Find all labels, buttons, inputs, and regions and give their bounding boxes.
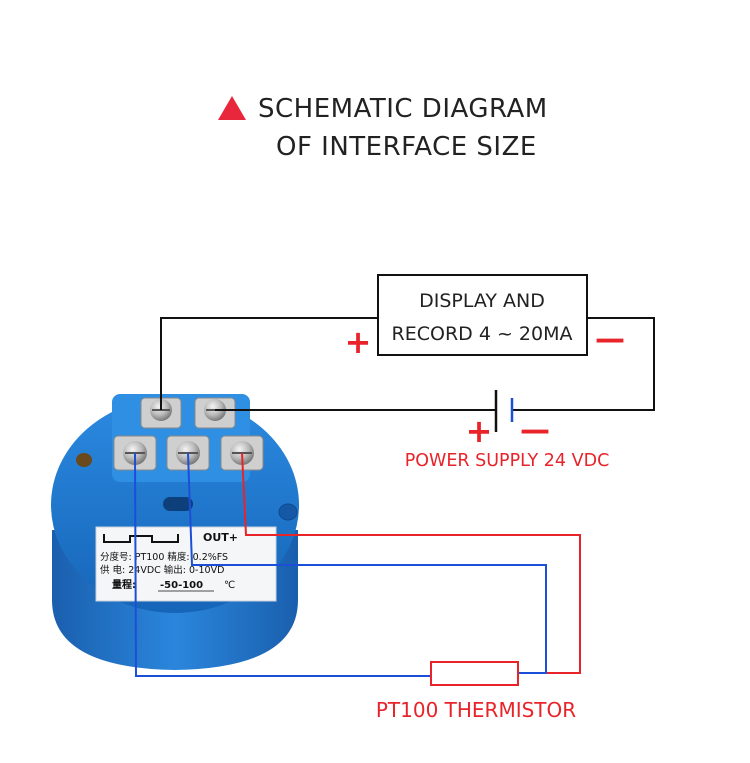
power-supply-label: POWER SUPPLY 24 VDC [405, 451, 610, 471]
sensor-wires [134, 452, 581, 677]
wire-red [241, 452, 581, 674]
mounting-hole-left [76, 453, 92, 467]
device-label-row-3-range: -50-100 [160, 580, 203, 591]
title-block: SCHEMATIC DIAGRAM OF INTERFACE SIZE [218, 90, 578, 166]
display-record-box: DISPLAY AND RECORD 4 ~ 20MA [377, 274, 588, 356]
output-loop-wires [160, 317, 655, 411]
transmitter-device: OUT+ 分度号: PT100 精度: 0.2%FS 供 电: 24VDC 输出… [51, 394, 299, 670]
pt100-resistor [430, 661, 519, 686]
device-label-row-1: 分度号: PT100 精度: 0.2%FS [100, 551, 228, 563]
title-line-2: OF INTERFACE SIZE [276, 132, 537, 162]
wire-blue-1 [187, 452, 547, 674]
display-minus-sign: — [595, 322, 625, 357]
supply-minus-sign: — [520, 413, 550, 448]
display-box-line-1: DISPLAY AND [419, 290, 545, 312]
center-slot [163, 497, 193, 511]
display-plus-sign: + [345, 323, 372, 361]
wire-blue-2 [134, 452, 431, 677]
display-box-frame [377, 274, 588, 356]
title-line-1: SCHEMATIC DIAGRAM [258, 94, 548, 124]
display-box-line-2: RECORD 4 ~ 20MA [392, 323, 573, 345]
wire-display-minus [512, 317, 655, 411]
device-label-bracket [103, 534, 179, 543]
device-label-out-plus: OUT+ [203, 531, 238, 544]
mounting-hole-right [278, 503, 298, 521]
device-label-row-3-prefix: 量程: [112, 578, 136, 591]
triangle-icon [218, 96, 246, 120]
device-label-row-3-unit: ℃ [224, 580, 235, 591]
thermistor-label: PT100 THERMISTOR [376, 698, 576, 722]
wire-display-plus [160, 317, 378, 410]
screw-top-right [194, 397, 236, 429]
device-label-row-2: 供 电: 24VDC 输出: 0-10VD [100, 564, 224, 576]
battery-icon [494, 390, 514, 432]
supply-plus-sign: + [466, 412, 493, 450]
